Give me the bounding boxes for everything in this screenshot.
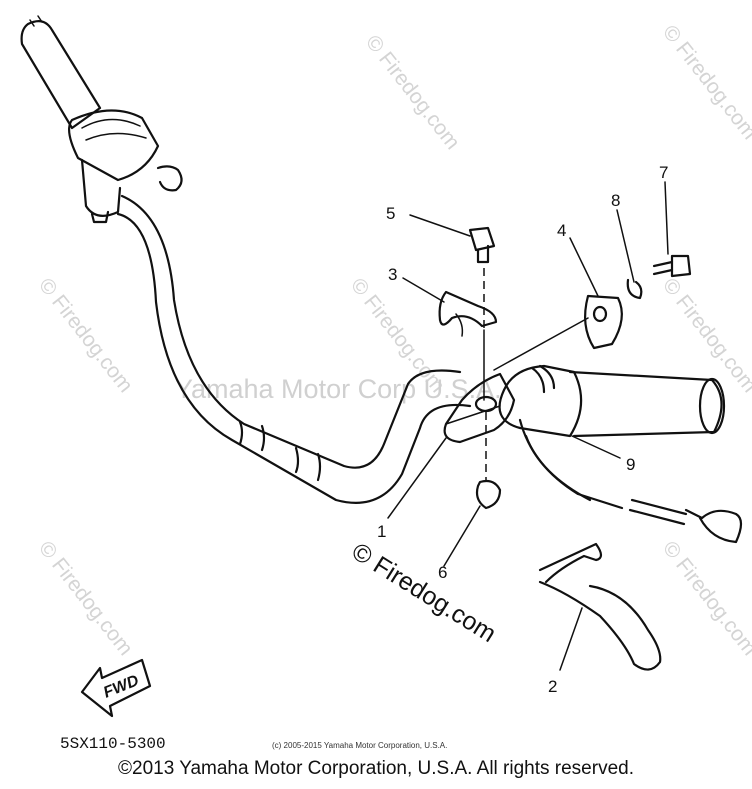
part-label-8: 8 (611, 191, 620, 210)
part-label-7: 7 (659, 163, 668, 182)
watermark-text: © Firedog.com (658, 21, 752, 144)
part-label-2: 2 (548, 677, 557, 696)
diagram-code: 5SX110-5300 (60, 735, 166, 753)
right-grip (498, 364, 726, 438)
watermark-text: © Firedog.com (658, 537, 752, 660)
clamp-part (438, 290, 498, 337)
bolt-part (468, 226, 496, 264)
watermark-main: © Firedog.com (347, 537, 501, 648)
cable-part (518, 418, 743, 544)
watermark-text: © Firedog.com (34, 274, 137, 397)
footer-copyright: ©2013 Yamaha Motor Corporation, U.S.A. A… (118, 758, 634, 779)
center-watermark: Yamaha Motor Corp U.S.A. (175, 374, 502, 404)
handlebar-tube (116, 194, 472, 504)
part-label-3: 3 (388, 265, 397, 284)
part-labels: 1 2 3 4 5 6 7 8 9 (377, 163, 668, 696)
lever-part (538, 542, 662, 671)
leader-lines (387, 181, 669, 671)
lever-holder (443, 372, 516, 444)
small-copyright: (c) 2005-2015 Yamaha Motor Corporation, … (272, 741, 447, 750)
part-label-5: 5 (386, 204, 395, 223)
left-grip (20, 15, 183, 224)
part-label-4: 4 (557, 221, 566, 240)
nut-part (475, 479, 502, 510)
fwd-arrow: FWD (80, 658, 152, 718)
watermark-text: © Firedog.com (361, 31, 464, 154)
part-label-1: 1 (377, 522, 386, 541)
screw-part (652, 254, 692, 278)
part-label-6: 6 (438, 563, 447, 582)
bracket-part (583, 294, 623, 350)
part-label-9: 9 (626, 455, 635, 474)
watermark-text: © Firedog.com (34, 537, 137, 660)
washer-part (626, 278, 643, 300)
